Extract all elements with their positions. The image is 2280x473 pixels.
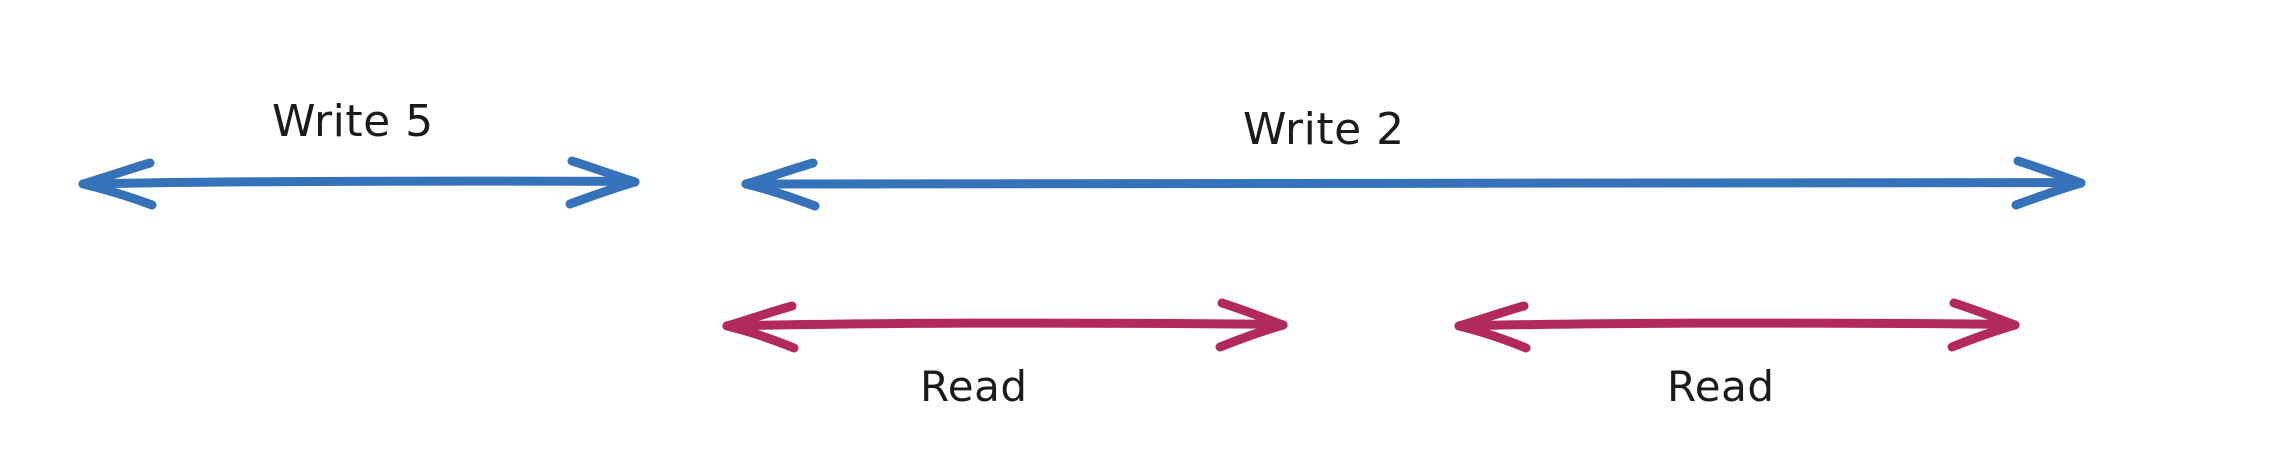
arrow-read-2-head-left-lower — [1454, 321, 1531, 353]
arrow-write-2-head-right-lower — [2011, 178, 2086, 210]
arrow-write-2-head-left-lower — [741, 179, 820, 211]
arrow-write-5-head-right-lower — [565, 177, 640, 209]
arrow-write-5-shaft — [81, 176, 637, 189]
label-read-1: Read — [920, 362, 1028, 411]
arrow-write-2 — [741, 156, 2086, 211]
arrow-read-1-head-left-lower — [722, 321, 799, 353]
arrow-read-1-shaft — [725, 318, 1285, 331]
arrow-read-2-head-right-lower — [1947, 320, 2020, 352]
arrow-write-5-head-left-lower — [78, 179, 157, 210]
label-write-2: Write 2 — [1243, 104, 1405, 155]
label-read-2: Read — [1667, 362, 1775, 411]
arrow-read-2 — [1454, 298, 2020, 353]
arrow-read-1-head-right-lower — [1215, 320, 1288, 352]
arrow-write-5 — [78, 156, 640, 210]
arrow-read-2-shaft — [1457, 318, 2017, 331]
arrow-read-1 — [722, 298, 1288, 353]
arrow-write-2-shaft — [744, 176, 2083, 189]
label-write-5: Write 5 — [272, 96, 434, 147]
